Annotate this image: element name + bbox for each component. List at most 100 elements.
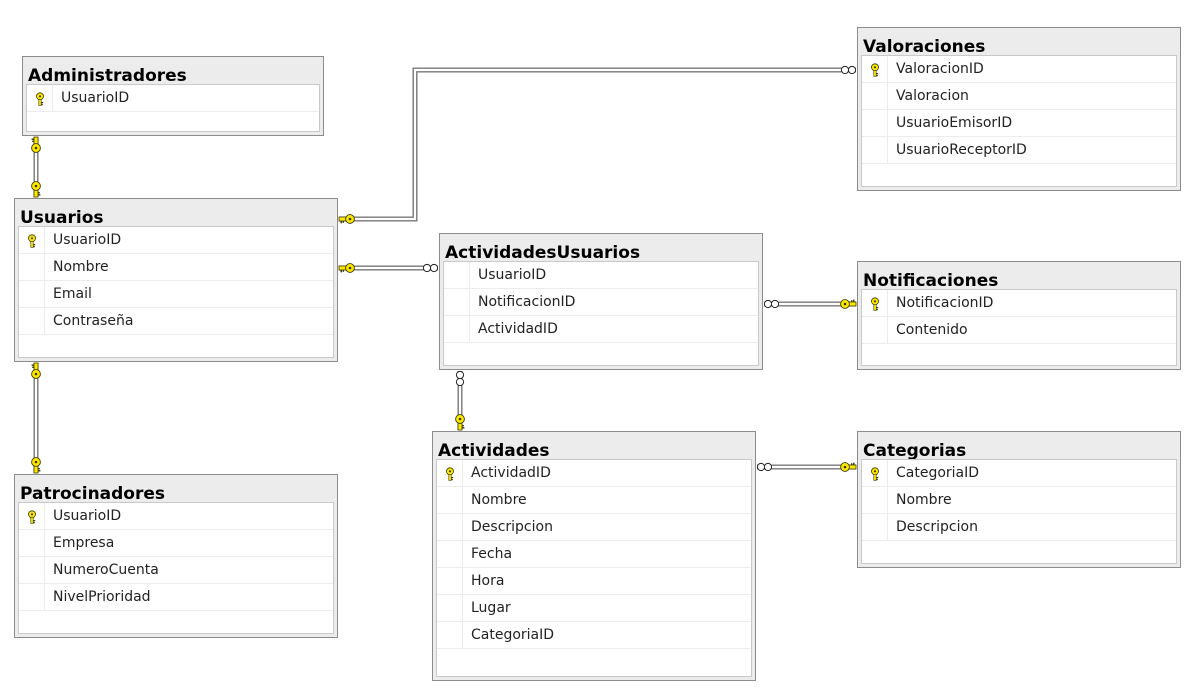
- column-name: Nombre: [471, 492, 527, 508]
- table-actividadesusuarios[interactable]: ActividadesUsuarios UsuarioID Notificacio…: [439, 233, 763, 370]
- row-selector: [862, 83, 888, 109]
- column-name: Nombre: [896, 492, 952, 508]
- many-end-icon: [763, 299, 773, 309]
- column-row[interactable]: CategoriaID: [437, 622, 751, 649]
- column-row[interactable]: UsuarioID: [27, 85, 319, 112]
- column-row[interactable]: NivelPrioridad: [19, 584, 333, 611]
- column-name: ActividadID: [478, 321, 558, 337]
- row-selector: [862, 460, 888, 486]
- primary-key-icon: [26, 233, 38, 248]
- column-name: UsuarioID: [53, 508, 122, 524]
- row-selector: [19, 281, 45, 307]
- column-row[interactable]: Empresa: [19, 530, 333, 557]
- column-row[interactable]: Valoracion: [862, 83, 1176, 110]
- row-selector: [437, 622, 463, 648]
- row-selector: [19, 254, 45, 280]
- row-selector: [437, 514, 463, 540]
- column-name: ValoracionID: [896, 61, 984, 77]
- column-row[interactable]: NotificacionID: [862, 290, 1176, 317]
- column-name: UsuarioEmisorID: [896, 115, 1013, 131]
- column-name: Fecha: [471, 546, 513, 562]
- row-selector: [437, 541, 463, 567]
- column-row[interactable]: NotificacionID: [444, 289, 758, 316]
- primary-key-icon: [869, 296, 881, 311]
- row-selector: [437, 568, 463, 594]
- row-selector: [862, 56, 888, 82]
- table-title: Valoraciones: [863, 37, 986, 55]
- column-row[interactable]: Descripcion: [862, 514, 1176, 541]
- row-selector: [437, 460, 463, 486]
- primary-key-icon: [26, 509, 38, 524]
- one-end-key-icon: [31, 362, 41, 379]
- column-name: Descripcion: [896, 519, 978, 535]
- column-row[interactable]: Fecha: [437, 541, 751, 568]
- column-name: NotificacionID: [478, 294, 576, 310]
- column-name: Descripcion: [471, 519, 553, 535]
- column-name: UsuarioID: [478, 267, 547, 283]
- many-end-icon: [770, 299, 780, 309]
- column-row[interactable]: Email: [19, 281, 333, 308]
- primary-key-icon: [869, 62, 881, 77]
- table-administradores[interactable]: Administradores UsuarioID: [22, 56, 324, 136]
- column-row[interactable]: Lugar: [437, 595, 751, 622]
- column-name: Lugar: [471, 600, 511, 616]
- column-name: CategoriaID: [471, 627, 555, 643]
- column-row[interactable]: Nombre: [862, 487, 1176, 514]
- row-selector: [862, 514, 888, 540]
- column-row[interactable]: Contenido: [862, 317, 1176, 344]
- column-row[interactable]: Nombre: [437, 487, 751, 514]
- column-row[interactable]: UsuarioID: [19, 503, 333, 530]
- many-end-icon: [422, 263, 432, 273]
- many-end-icon: [429, 263, 439, 273]
- column-row[interactable]: Hora: [437, 568, 751, 595]
- row-selector: [444, 316, 470, 342]
- column-row[interactable]: UsuarioEmisorID: [862, 110, 1176, 137]
- row-selector: [444, 262, 470, 288]
- column-name: NotificacionID: [896, 295, 994, 311]
- column-name: Contraseña: [53, 313, 134, 329]
- column-name: NivelPrioridad: [53, 589, 151, 605]
- row-selector: [444, 289, 470, 315]
- row-selector: [437, 595, 463, 621]
- table-notificaciones[interactable]: Notificaciones NotificacionID Contenido: [857, 261, 1181, 370]
- column-row[interactable]: ActividadID: [444, 316, 758, 343]
- column-row[interactable]: Nombre: [19, 254, 333, 281]
- one-end-key-icon: [31, 181, 41, 198]
- table-title: Actividades: [438, 441, 550, 459]
- column-row[interactable]: Descripcion: [437, 514, 751, 541]
- row-selector: [862, 137, 888, 163]
- relationship-line: [339, 67, 856, 222]
- column-row[interactable]: CategoriaID: [862, 460, 1176, 487]
- column-row[interactable]: UsuarioReceptorID: [862, 137, 1176, 164]
- row-selector: [862, 290, 888, 316]
- one-end-key-icon: [455, 414, 465, 431]
- column-row[interactable]: ValoracionID: [862, 56, 1176, 83]
- table-title: Notificaciones: [863, 271, 999, 289]
- column-row[interactable]: UsuarioID: [19, 227, 333, 254]
- column-name: UsuarioReceptorID: [896, 142, 1027, 158]
- many-end-icon: [847, 65, 857, 75]
- column-list: UsuarioID: [26, 84, 320, 132]
- row-selector: [19, 557, 45, 583]
- column-name: NumeroCuenta: [53, 562, 159, 578]
- one-end-key-icon: [840, 462, 857, 472]
- column-name: Nombre: [53, 259, 109, 275]
- column-name: Contenido: [896, 322, 968, 338]
- column-row[interactable]: UsuarioID: [444, 262, 758, 289]
- one-end-key-icon: [338, 214, 355, 224]
- column-name: Empresa: [53, 535, 115, 551]
- column-row[interactable]: Contraseña: [19, 308, 333, 335]
- column-row[interactable]: NumeroCuenta: [19, 557, 333, 584]
- column-row[interactable]: ActividadID: [437, 460, 751, 487]
- table-title: Categorias: [863, 441, 967, 459]
- table-title: ActividadesUsuarios: [445, 243, 641, 261]
